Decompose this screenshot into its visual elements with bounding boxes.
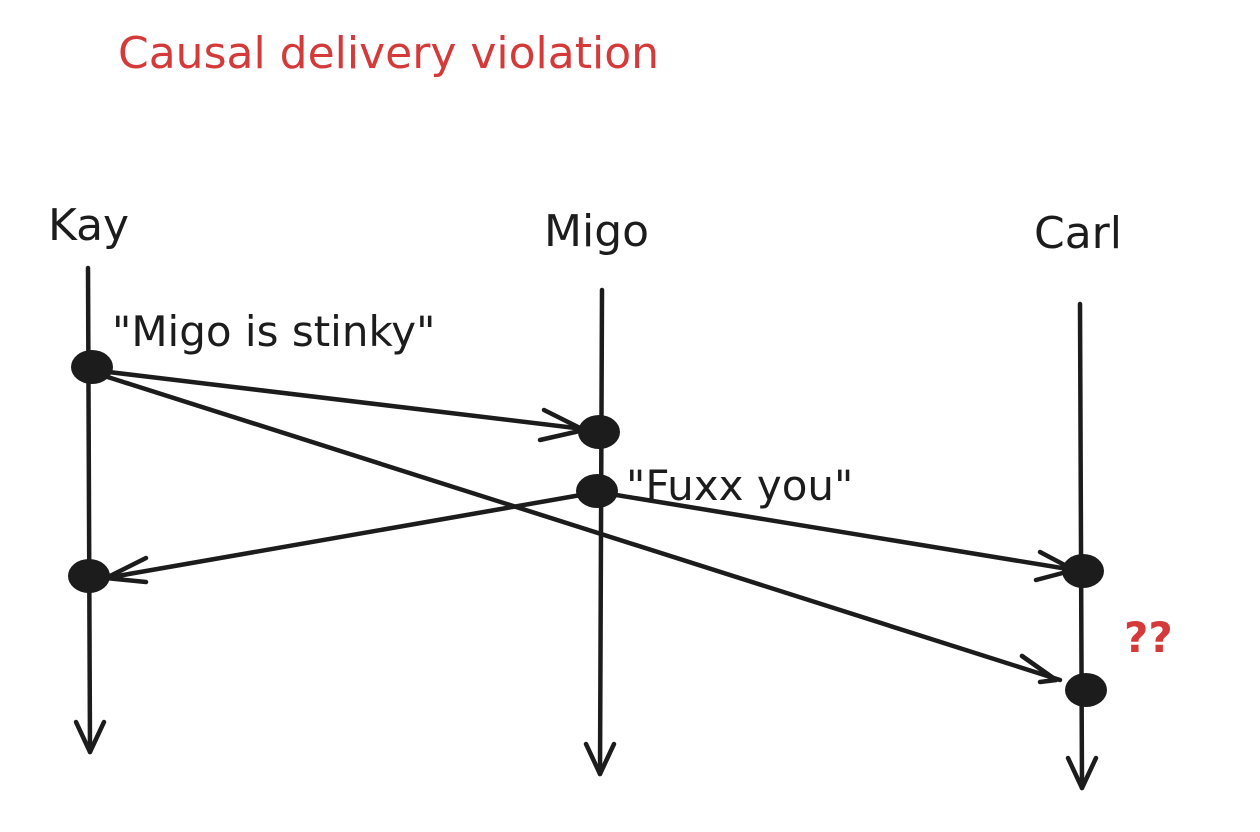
violation-question-marks: ??: [1124, 613, 1173, 662]
event-dot-kay-receive: [68, 559, 110, 593]
timeline-carl: [1065, 301, 1099, 791]
event-dot-migo-send: [576, 474, 618, 508]
event-dot-carl-receive-original: [1065, 673, 1107, 707]
process-label-kay: Kay: [48, 200, 129, 251]
event-dot-carl-receive-reply: [1062, 554, 1104, 588]
message-arrow-kay-to-migo: [89, 367, 595, 443]
event-dot-kay-send: [71, 350, 113, 384]
timeline-kay: [73, 265, 107, 755]
process-label-carl: Carl: [1034, 208, 1122, 259]
message-arrow-kay-to-carl: [89, 369, 1063, 685]
process-label-migo: Migo: [544, 206, 649, 257]
message-label-m1: "Migo is stinky": [112, 307, 435, 356]
event-dot-migo-receive: [578, 415, 620, 449]
message-label-m2: "Fuxx you": [626, 461, 853, 510]
diagram-title: Causal delivery violation: [118, 28, 659, 79]
message-arrow-migo-to-kay: [103, 489, 601, 585]
